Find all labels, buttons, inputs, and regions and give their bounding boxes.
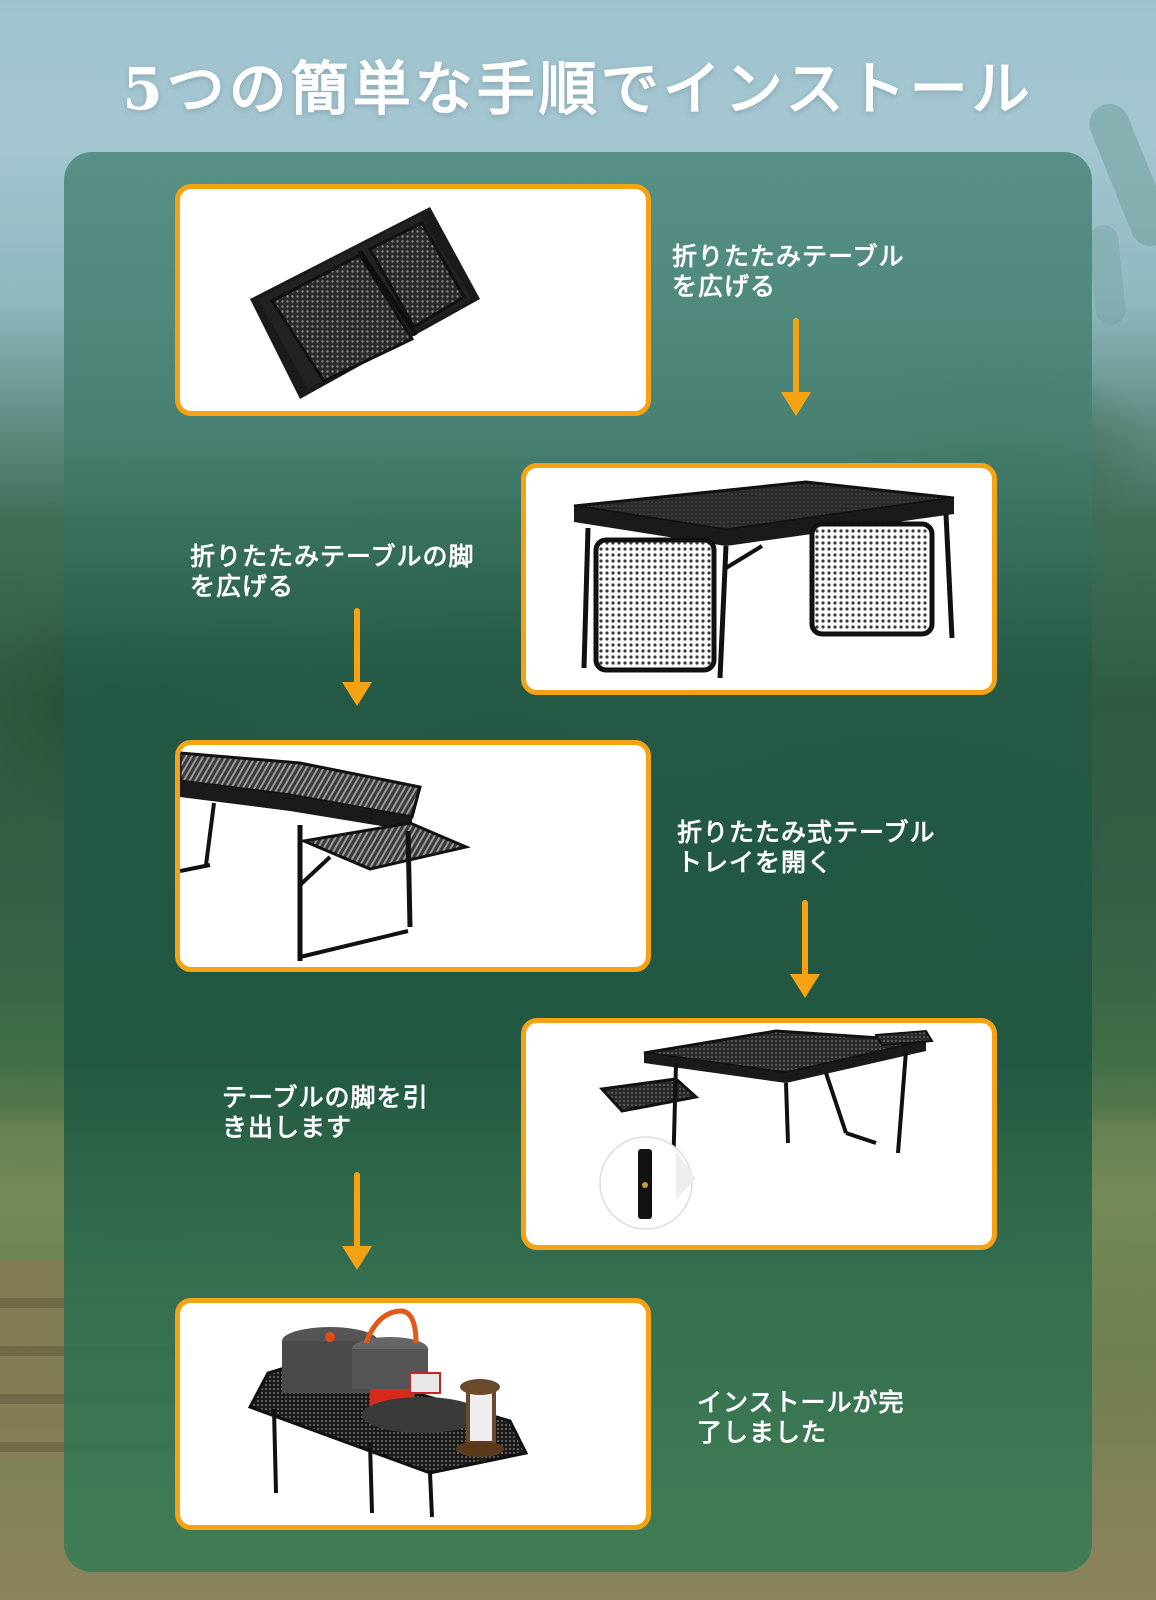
step-4-line-1: テーブルの脚を引: [222, 1083, 429, 1112]
step-1-line-1: 折りたたみテーブル: [672, 242, 905, 271]
arrow-down-icon: [781, 318, 811, 416]
step-2-image: [521, 463, 997, 695]
table-legs-extended-illustration: [598, 1029, 934, 1230]
step-1-line-2: を広げる: [672, 272, 777, 301]
page-title: 5つの簡単な手順でインストール: [122, 55, 1034, 123]
step-5-text: インストールが完 了しました: [697, 1388, 905, 1448]
background-decor-stroke: [1086, 223, 1128, 327]
step-3-text: 折りたたみ式テーブル トレイを開く: [677, 818, 936, 878]
step-3-line-1: 折りたたみ式テーブル: [677, 818, 936, 847]
table-legs-folded-illustration: [573, 480, 955, 679]
step-2-line-2: を広げる: [190, 572, 295, 601]
arrow-down-icon: [342, 1172, 372, 1270]
arrow-down-icon: [342, 608, 372, 706]
arrow-down-icon: [790, 900, 820, 998]
step-1-image: [175, 184, 651, 416]
step-3-line-2: トレイを開く: [677, 848, 834, 877]
step-2-text: 折りたたみテーブルの脚 を広げる: [190, 542, 475, 602]
step-5-image: [175, 1298, 651, 1530]
folded-table-illustration: [250, 207, 480, 399]
assembled-table-illustration: [247, 1308, 529, 1518]
step-2-line-1: 折りたたみテーブルの脚: [190, 542, 475, 571]
step-4-text: テーブルの脚を引 き出します: [222, 1083, 429, 1143]
step-1-text: 折りたたみテーブル を広げる: [672, 242, 905, 302]
step-4-image: [521, 1018, 997, 1250]
step-4-line-2: き出します: [222, 1113, 353, 1142]
step-3-image: [175, 740, 651, 972]
step-5-line-2: 了しました: [697, 1418, 828, 1447]
table-side-tray-illustration: [180, 751, 471, 961]
step-5-line-1: インストールが完: [697, 1388, 905, 1417]
